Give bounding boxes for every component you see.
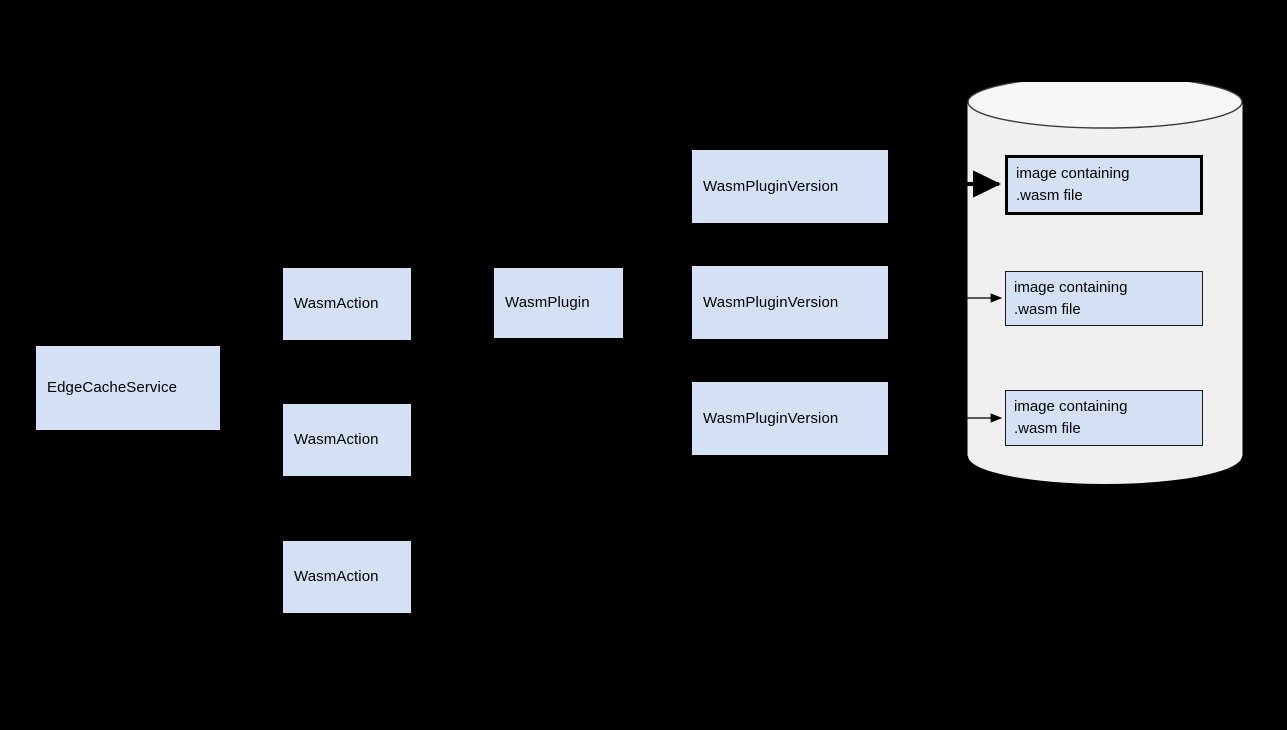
arrow-to-image-box-3 (966, 413, 1003, 423)
wasm-plugin-version-1-label: WasmPluginVersion (703, 177, 839, 195)
node-wasm-action-1: WasmAction (283, 268, 411, 340)
image-box-1-line-2: .wasm file (1016, 187, 1083, 204)
image-box-2-line-2: .wasm file (1014, 300, 1081, 318)
datastore-image-box-1: image containing .wasm file (1005, 155, 1203, 215)
image-box-3-line-1: image containing (1014, 398, 1128, 416)
datastore-image-box-2: image containing .wasm file (1005, 271, 1203, 326)
image-box-2-line-1: image containing (1014, 278, 1128, 296)
wasm-action-1-label: WasmAction (294, 295, 379, 313)
wasm-action-3-label: WasmAction (294, 568, 379, 586)
datastore-image-box-3: image containing .wasm file (1005, 390, 1203, 446)
node-wasm-action-3: WasmAction (283, 541, 411, 613)
wasm-plugin-version-3-label: WasmPluginVersion (703, 409, 839, 427)
image-box-1-line-1: image containing (1016, 165, 1130, 183)
arrow-to-image-box-1 (966, 170, 1001, 198)
node-wasm-plugin: WasmPlugin (494, 268, 623, 338)
node-wasm-plugin-version-3: WasmPluginVersion (692, 382, 888, 455)
node-edge-cache-service: EdgeCacheService (36, 346, 220, 430)
arrow-to-image-box-2 (966, 293, 1003, 303)
image-box-3-line-2: .wasm file (1014, 420, 1081, 437)
node-wasm-plugin-version-1: WasmPluginVersion (692, 150, 888, 223)
wasm-action-2-label: WasmAction (294, 431, 379, 449)
wasm-plugin-label: WasmPlugin (505, 294, 590, 312)
edge-cache-service-label: EdgeCacheService (47, 379, 178, 397)
node-wasm-action-2: WasmAction (283, 404, 411, 476)
wasm-plugin-version-2-label: WasmPluginVersion (703, 293, 839, 311)
node-wasm-plugin-version-2: WasmPluginVersion (692, 266, 888, 339)
